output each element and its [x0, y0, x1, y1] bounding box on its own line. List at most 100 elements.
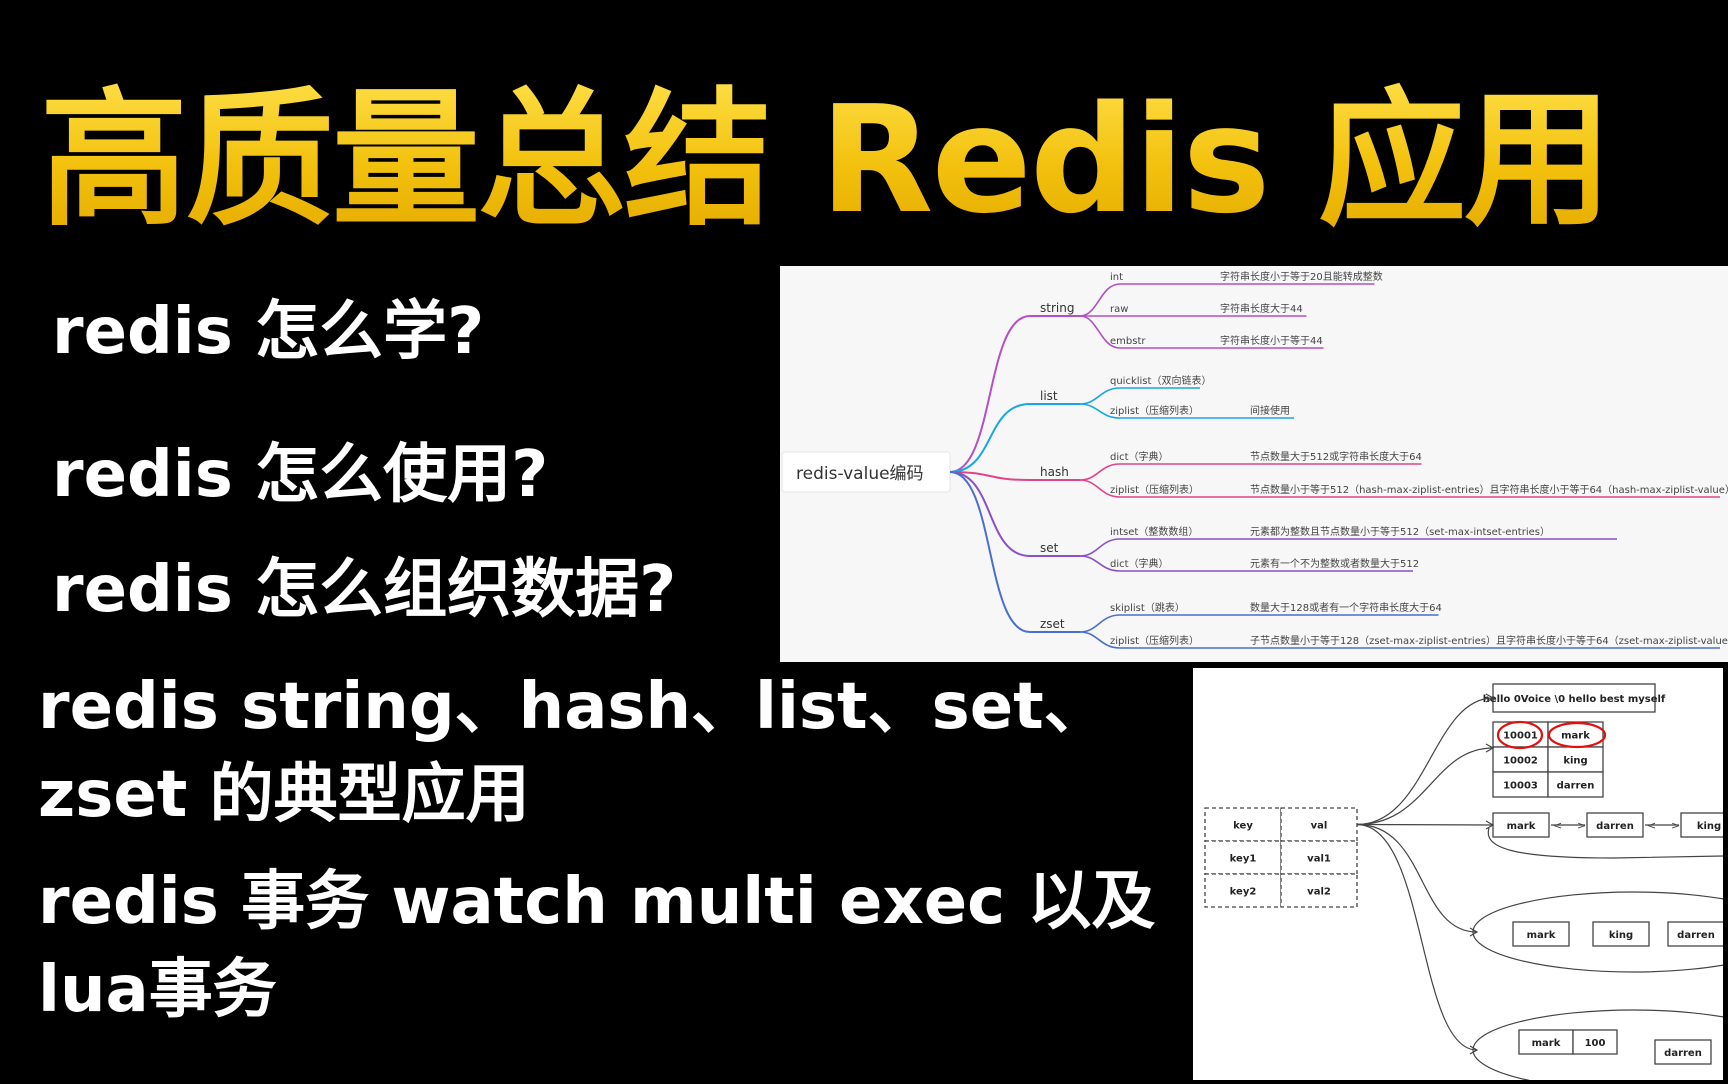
connector-arrow	[1485, 743, 1495, 753]
list-node-label: darren	[1596, 821, 1634, 832]
string-value-label: hello 0Voice \0 hello best myself	[1483, 694, 1666, 705]
set-node-box	[1667, 921, 1725, 947]
mindmap-leaf-desc: 元素有一个不为整数或者数量大于512	[1250, 557, 1419, 570]
mindmap-leaf-label: dict（字典）	[1110, 557, 1169, 570]
set-node-label: darren	[1677, 930, 1715, 941]
connector-line	[1356, 823, 1494, 826]
kv-row-key-label: key1	[1230, 854, 1257, 865]
page-title: 高质量总结 Redis 应用	[40, 70, 1700, 250]
hash-field-label: 10003	[1503, 781, 1538, 792]
hash-value-label: darren	[1557, 781, 1595, 792]
mindmap-branch-label: list	[1040, 389, 1058, 403]
connector-line	[1356, 747, 1494, 826]
question-organize: redis 怎么组织数据?	[52, 553, 677, 627]
mindmap-branch-line	[949, 471, 1080, 481]
set-node-box	[1592, 921, 1650, 947]
kv-row-val-label: val2	[1307, 887, 1331, 898]
connector-line	[1356, 823, 1478, 933]
list-wrap	[1487, 827, 1724, 859]
list-arrow-right: >	[1671, 819, 1680, 832]
string-value-box	[1492, 683, 1656, 713]
mindmap-leaf-line	[1079, 283, 1375, 317]
zset-score-box	[1572, 1029, 1618, 1055]
hash-field-label: 10001	[1503, 731, 1538, 742]
mindmap-branch-line	[949, 315, 1080, 473]
zset-score-label: 100	[1585, 1038, 1606, 1049]
kv-row-val-box	[1280, 873, 1358, 908]
set-node-box	[1512, 921, 1570, 947]
highlight-circle-value	[1547, 721, 1607, 749]
hash-value-label: king	[1563, 756, 1587, 767]
question-use: redis 怎么使用?	[52, 438, 549, 512]
mindmap-leaf-line	[1079, 479, 1720, 498]
hash-value-box	[1547, 771, 1604, 798]
hash-field-box	[1492, 771, 1549, 798]
mindmap-leaf-line	[1079, 538, 1617, 557]
mindmap-leaf-desc: 字符串长度小于等于44	[1220, 334, 1323, 347]
connector-line	[1356, 823, 1478, 1051]
mindmap-root-label: redis-value编码	[796, 464, 924, 484]
mindmap-branch-label: string	[1040, 301, 1074, 315]
mindmap-branch-label: set	[1040, 541, 1059, 555]
kv-header-key-box	[1204, 807, 1282, 842]
zset-member-box	[1518, 1029, 1574, 1055]
zset-member-label: mark	[1532, 1038, 1561, 1049]
hash-value-label: mark	[1561, 731, 1590, 742]
mindmap-leaf-desc: 节点数量大于512或字符串长度大于64	[1250, 450, 1422, 463]
connector-arrow	[1469, 1045, 1479, 1055]
list-node-box	[1680, 812, 1728, 838]
kv-header-key-label: key	[1233, 821, 1253, 832]
kv-row-val-label: val1	[1307, 854, 1331, 865]
question-learn: redis 怎么学?	[52, 295, 485, 369]
mindmap-leaf-desc: 字符串长度大于44	[1220, 302, 1303, 315]
mindmap-leaf-desc: 元素都为整数且节点数量小于等于512（set-max-intset-entrie…	[1250, 525, 1550, 538]
mindmap-leaf-desc: 间接使用	[1250, 404, 1290, 417]
kv-header-val-label: val	[1311, 821, 1328, 832]
mindmap-branch-label: zset	[1040, 617, 1065, 631]
mindmap-leaf-line	[1079, 315, 1324, 349]
mindmap-leaf-line	[1079, 614, 1439, 633]
mindmap-leaf-desc: 节点数量小于等于512（hash-max-ziplist-entries）且字符…	[1250, 483, 1728, 496]
mindmap-leaf-label: skiplist（跳表）	[1110, 601, 1185, 614]
kv-row-key-label: key2	[1230, 887, 1257, 898]
topic-transactions: redis 事务 watch multi exec 以及 lua事务	[38, 865, 1156, 1027]
mindmap-leaf-label: embstr	[1110, 336, 1146, 347]
highlight-circle-field	[1496, 720, 1544, 750]
list-node-label: mark	[1507, 821, 1536, 832]
kv-row-key-box	[1204, 873, 1282, 908]
mindmap-leaf-line	[1079, 403, 1294, 419]
hash-field-label: 10002	[1503, 756, 1538, 767]
mindmap-leaf-desc: 数量大于128或者有一个字符串长度大于64	[1250, 601, 1442, 614]
mindmap-branch-line	[949, 403, 1080, 473]
mindmap-leaf-label: dict（字典）	[1110, 450, 1169, 463]
mindmap-leaf-line	[1079, 631, 1720, 649]
structure-diagram-panel: key val key1 val1 key2 val2 hello 0Voice \0 he…	[1193, 668, 1728, 1084]
mindmap-branch-line	[949, 471, 1080, 633]
list-arrow-left: <	[1553, 819, 1562, 832]
zset-member-extra-box	[1654, 1039, 1712, 1065]
mindmap-leaf-desc: 字符串长度小于等于20且能转成整数	[1220, 270, 1383, 283]
connector-arrow	[1485, 820, 1495, 830]
mindmap-leaf-line	[1079, 555, 1413, 572]
topic-data-types: redis string、hash、list、set、zset 的典型应用	[38, 670, 1108, 832]
mindmap-leaf-desc: 子节点数量小于等于128（zset-max-ziplist-entries）且字…	[1250, 634, 1728, 647]
list-arrow-right: >	[1577, 819, 1586, 832]
mindmap-leaf-label: ziplist（压缩列表）	[1110, 483, 1199, 496]
list-arrow-left: <	[1647, 819, 1656, 832]
connector-line	[1356, 697, 1494, 826]
connector-arrow	[1485, 693, 1495, 703]
mindmap-leaf-label: ziplist（压缩列表）	[1110, 404, 1199, 417]
list-node-box	[1586, 812, 1644, 838]
structure-diagram: key val key1 val1 key2 val2 hello 0Voice \0 he…	[1204, 683, 1728, 1084]
connector-arrow	[1469, 927, 1479, 937]
list-node-label: king	[1697, 821, 1721, 832]
mindmap-leaf-line	[1079, 463, 1422, 481]
mindmap-leaf-line	[1079, 387, 1200, 405]
set-node-label: mark	[1527, 930, 1556, 941]
set-node-label: king	[1609, 930, 1633, 941]
mindmap-branch-label: hash	[1040, 465, 1069, 479]
mindmap-leaf-label: intset（整数数组）	[1110, 525, 1198, 538]
mindmap-leaf-label: quicklist（双向链表）	[1110, 374, 1211, 387]
